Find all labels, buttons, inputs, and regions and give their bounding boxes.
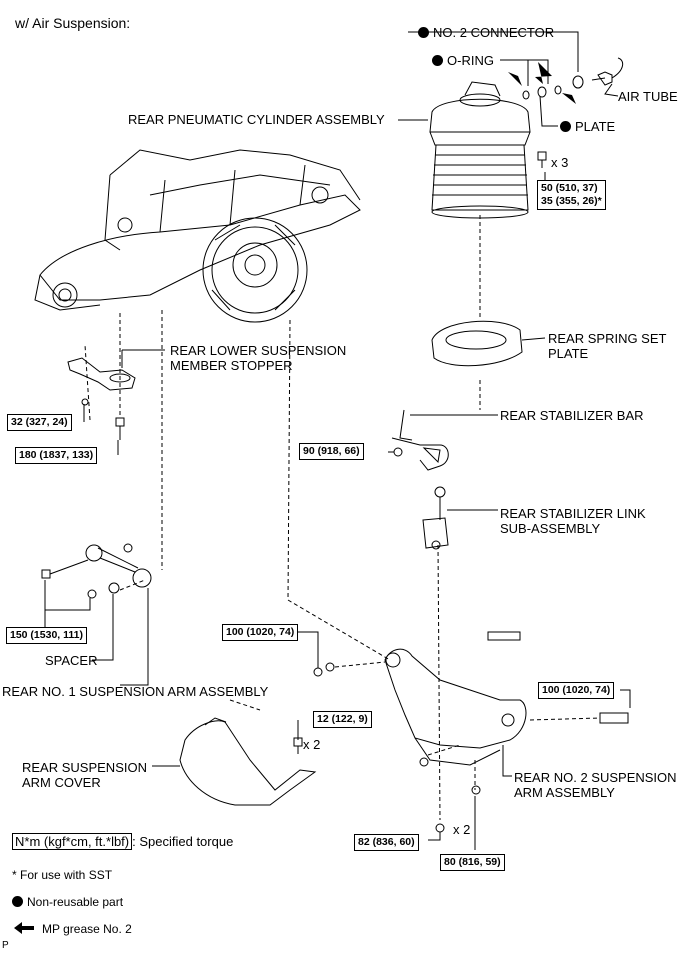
rear-pneumatic-cylinder-label: REAR PNEUMATIC CYLINDER ASSEMBLY <box>128 112 385 127</box>
legend-sst: * For use with SST <box>12 868 113 882</box>
connector-parts <box>522 57 624 100</box>
air-tube-label: AIR TUBE <box>618 89 678 104</box>
leader-lines <box>44 31 631 850</box>
torque-82: 82 (836, 60) <box>354 834 419 851</box>
torque-50: 50 (510, 37) 35 (355, 26)* <box>537 180 606 210</box>
torque-80: 80 (816, 59) <box>440 854 505 871</box>
non-reusable-dot-icon <box>12 896 23 907</box>
plate-label: PLATE <box>560 119 615 134</box>
corner-mark: P <box>2 940 9 951</box>
torque-100-b: 100 (1020, 74) <box>538 682 615 699</box>
non-reusable-dot-icon <box>560 121 571 132</box>
torque-12: 12 (122, 9) <box>313 711 372 728</box>
brake-backing-plate-illustration <box>202 217 308 323</box>
pneumatic-cylinder-illustration <box>429 81 531 219</box>
legend-grease: MP grease No. 2 <box>42 922 132 936</box>
legend-torque-text: : Specified torque <box>132 834 234 849</box>
rear-no1-suspension-arm-label: REAR NO. 1 SUSPENSION ARM ASSEMBLY <box>2 684 269 699</box>
stabilizer-link-illustration <box>422 486 449 550</box>
torque-90: 90 (918, 66) <box>299 443 364 460</box>
bolt-count-x2-b: x 2 <box>453 822 471 837</box>
arm-cover-illustration <box>179 717 317 806</box>
spring-set-plate-illustration <box>431 320 523 367</box>
rear-spring-set-plate-label: REAR SPRING SET PLATE <box>548 331 667 361</box>
no1-arm-illustration <box>41 543 152 599</box>
page-title: w/ Air Suspension: <box>15 15 131 31</box>
spacer-label: SPACER <box>45 653 98 668</box>
torque-100-a: 100 (1020, 74) <box>222 624 299 641</box>
rear-stabilizer-link-label: REAR STABILIZER LINK SUB-ASSEMBLY <box>500 506 646 536</box>
rear-suspension-arm-cover-label: REAR SUSPENSION ARM COVER <box>22 760 147 790</box>
o-ring-label: O-RING <box>432 53 494 68</box>
guide-lines <box>84 215 601 821</box>
bolt-icon-x3 <box>537 151 547 168</box>
torque-180: 180 (1837, 133) <box>15 447 98 464</box>
rear-lower-suspension-member-stopper-label: REAR LOWER SUSPENSION MEMBER STOPPER <box>170 343 347 373</box>
rear-stabilizer-bar-label: REAR STABILIZER BAR <box>500 408 644 423</box>
bolt-count-x3: x 3 <box>551 155 569 170</box>
legend-non-reusable: Non-reusable part <box>12 895 123 910</box>
no2-arm-illustration <box>313 631 629 833</box>
legend-torque-box: N*m (kgf*cm, ft.*lbf) <box>12 833 133 850</box>
member-stopper-illustration <box>67 357 136 440</box>
legend-torque: N*m (kgf*cm, ft.*lbf): Specified torque <box>12 833 234 850</box>
torque-32: 32 (327, 24) <box>7 414 72 431</box>
stabilizer-bar-illustration <box>391 409 449 471</box>
no2-connector-label: NO. 2 CONNECTOR <box>418 25 554 40</box>
arrow-icons <box>14 62 576 934</box>
rear-no2-suspension-arm-label: REAR NO. 2 SUSPENSION ARM ASSEMBLY <box>514 770 677 800</box>
suspension-member-illustration <box>34 149 361 311</box>
torque-150: 150 (1530, 111) <box>6 627 87 644</box>
non-reusable-dot-icon <box>418 27 429 38</box>
non-reusable-dot-icon <box>432 55 443 66</box>
bolt-count-x2-a: x 2 <box>303 737 321 752</box>
